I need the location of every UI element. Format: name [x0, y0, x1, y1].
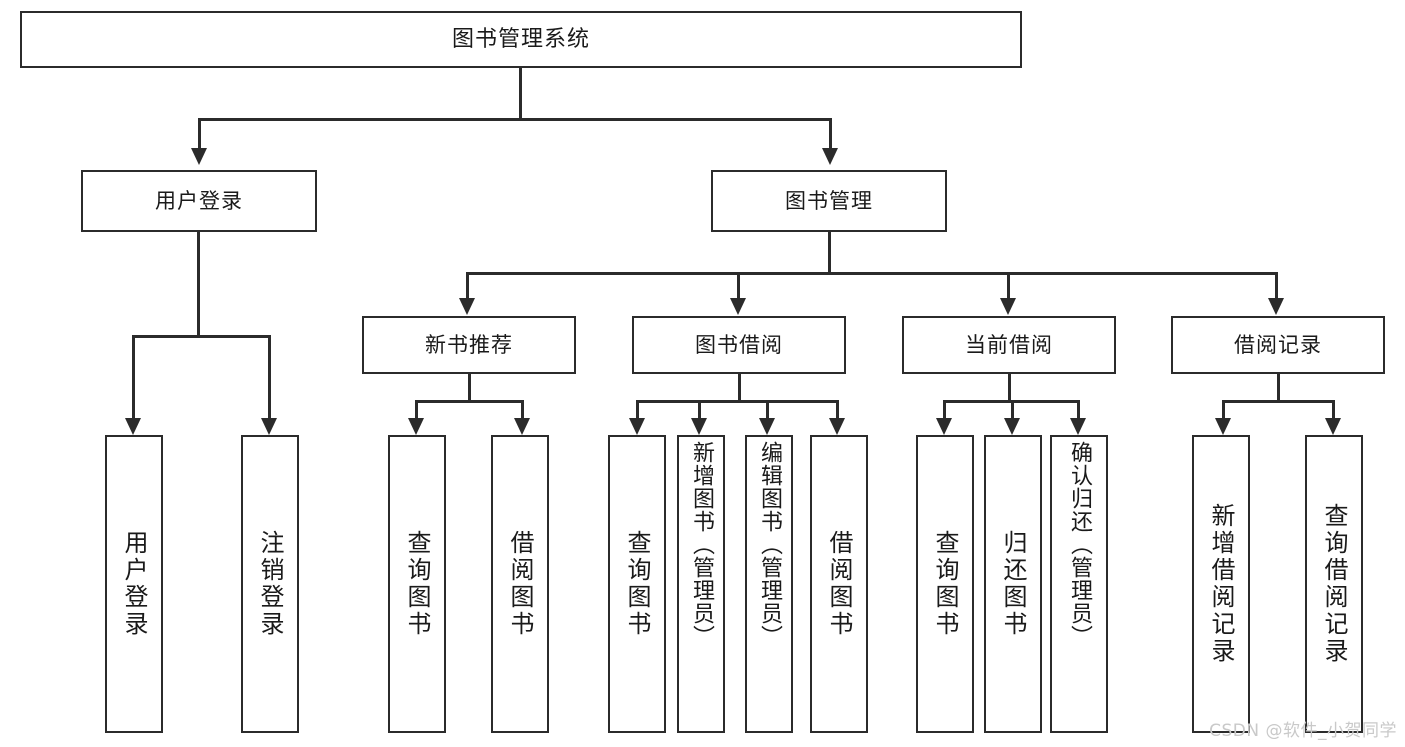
arrowhead-user-login — [191, 148, 207, 165]
node-label: 用户登录 — [155, 188, 243, 213]
leaf-bb-edit-book-admin[interactable]: 编辑图书（管理员） — [745, 435, 793, 733]
node-user-login[interactable]: 用户登录 — [81, 170, 317, 232]
node-root-book-management-system[interactable]: 图书管理系统 — [20, 11, 1022, 68]
arrowhead-borrow-record — [1268, 298, 1284, 315]
arrowhead-bb-leaf-3 — [759, 418, 775, 435]
arrowhead-bb-leaf-2 — [691, 418, 707, 435]
node-label: 当前借阅 — [965, 332, 1053, 357]
node-label: 查询图书 — [403, 530, 431, 638]
node-label: 新增借阅记录 — [1207, 503, 1235, 665]
connector-current-borrow-bus — [943, 400, 1077, 403]
leaf-cb-confirm-return-admin[interactable]: 确认归还（管理员） — [1050, 435, 1108, 733]
connector-drop-cb-leaf-2 — [1011, 400, 1014, 418]
node-book-borrow[interactable]: 图书借阅 — [632, 316, 846, 374]
arrowhead-nbr-leaf-1 — [408, 418, 424, 435]
connector-drop-current-borrow — [1007, 272, 1010, 298]
connector-drop-br-leaf-2 — [1332, 400, 1335, 418]
csdn-watermark: CSDN @软件_小贺同学 — [1209, 721, 1397, 741]
node-label: 归还图书 — [999, 530, 1027, 638]
node-book-management[interactable]: 图书管理 — [711, 170, 947, 232]
arrowhead-nbr-leaf-2 — [514, 418, 530, 435]
connector-drop-cb-leaf-3 — [1077, 400, 1080, 418]
connector-user-login-bus — [132, 335, 271, 338]
connector-drop-book-management — [829, 118, 832, 148]
node-label: 新书推荐 — [425, 332, 513, 357]
leaf-nbr-query-book[interactable]: 查询图书 — [388, 435, 446, 733]
node-label: 查询图书 — [931, 530, 959, 638]
connector-drop-new-book-recommend — [466, 272, 469, 298]
node-borrow-record[interactable]: 借阅记录 — [1171, 316, 1385, 374]
leaf-cb-query-book[interactable]: 查询图书 — [916, 435, 974, 733]
node-label: 查询图书 — [623, 530, 651, 638]
arrowhead-book-management — [822, 148, 838, 165]
leaf-nbr-borrow-book[interactable]: 借阅图书 — [491, 435, 549, 733]
connector-drop-bb-leaf-2 — [698, 400, 701, 418]
node-new-book-recommend[interactable]: 新书推荐 — [362, 316, 576, 374]
connector-drop-nbr-leaf-2 — [521, 400, 524, 418]
connector-root-stem — [519, 68, 522, 118]
connector-drop-bb-leaf-4 — [836, 400, 839, 418]
arrowhead-bb-leaf-1 — [629, 418, 645, 435]
node-label: 确认归还（管理员） — [1067, 441, 1092, 648]
connector-borrow-record-stem — [1277, 374, 1280, 400]
connector-drop-bb-leaf-3 — [766, 400, 769, 418]
leaf-logout[interactable]: 注销登录 — [241, 435, 299, 733]
arrowhead-cb-leaf-3 — [1070, 418, 1086, 435]
arrowhead-new-book-recommend — [459, 298, 475, 315]
connector-drop-borrow-record — [1275, 272, 1278, 298]
node-label: 借阅记录 — [1234, 332, 1322, 357]
node-label: 图书借阅 — [695, 332, 783, 357]
connector-drop-book-borrow — [737, 272, 740, 298]
node-label: 注销登录 — [256, 530, 284, 638]
connector-borrow-record-bus — [1222, 400, 1335, 403]
leaf-bb-add-book-admin[interactable]: 新增图书（管理员） — [677, 435, 725, 733]
connector-level2-bus — [198, 118, 832, 121]
node-label: 用户登录 — [120, 530, 148, 638]
arrowhead-br-leaf-2 — [1325, 418, 1341, 435]
arrowhead-bb-leaf-4 — [829, 418, 845, 435]
leaf-br-query-record[interactable]: 查询借阅记录 — [1305, 435, 1363, 733]
connector-book-borrow-stem — [738, 374, 741, 400]
arrowhead-leaf-logout — [261, 418, 277, 435]
node-label: 查询借阅记录 — [1320, 503, 1348, 665]
connector-drop-br-leaf-1 — [1222, 400, 1225, 418]
leaf-cb-return-book[interactable]: 归还图书 — [984, 435, 1042, 733]
arrowhead-br-leaf-1 — [1215, 418, 1231, 435]
node-label: 借阅图书 — [506, 530, 534, 638]
arrowhead-cb-leaf-1 — [936, 418, 952, 435]
arrowhead-cb-leaf-2 — [1004, 418, 1020, 435]
node-label: 图书管理系统 — [451, 26, 590, 52]
leaf-br-add-record[interactable]: 新增借阅记录 — [1192, 435, 1250, 733]
arrowhead-current-borrow — [1000, 298, 1016, 315]
connector-new-book-recommend-stem — [468, 374, 471, 400]
connector-drop-user-login — [198, 118, 201, 148]
arrowhead-book-borrow — [730, 298, 746, 315]
connector-drop-leaf-logout — [268, 335, 271, 418]
node-label: 新增图书（管理员） — [689, 441, 714, 648]
arrowhead-leaf-user-login — [125, 418, 141, 435]
connector-book-management-stem — [828, 232, 831, 272]
leaf-bb-borrow-book[interactable]: 借阅图书 — [810, 435, 868, 733]
connector-book-borrow-bus — [636, 400, 839, 403]
connector-drop-nbr-leaf-1 — [415, 400, 418, 418]
connector-drop-cb-leaf-1 — [943, 400, 946, 418]
node-label: 编辑图书（管理员） — [757, 441, 782, 648]
connector-drop-bb-leaf-1 — [636, 400, 639, 418]
connector-new-book-recommend-bus — [415, 400, 524, 403]
leaf-bb-query-book[interactable]: 查询图书 — [608, 435, 666, 733]
leaf-user-login[interactable]: 用户登录 — [105, 435, 163, 733]
node-label: 图书管理 — [785, 188, 873, 213]
connector-level3-bus — [466, 272, 1278, 275]
connector-drop-leaf-user-login — [132, 335, 135, 418]
node-label: 借阅图书 — [825, 530, 853, 638]
node-current-borrow[interactable]: 当前借阅 — [902, 316, 1116, 374]
connector-user-login-stem — [197, 232, 200, 335]
connector-current-borrow-stem — [1008, 374, 1011, 400]
